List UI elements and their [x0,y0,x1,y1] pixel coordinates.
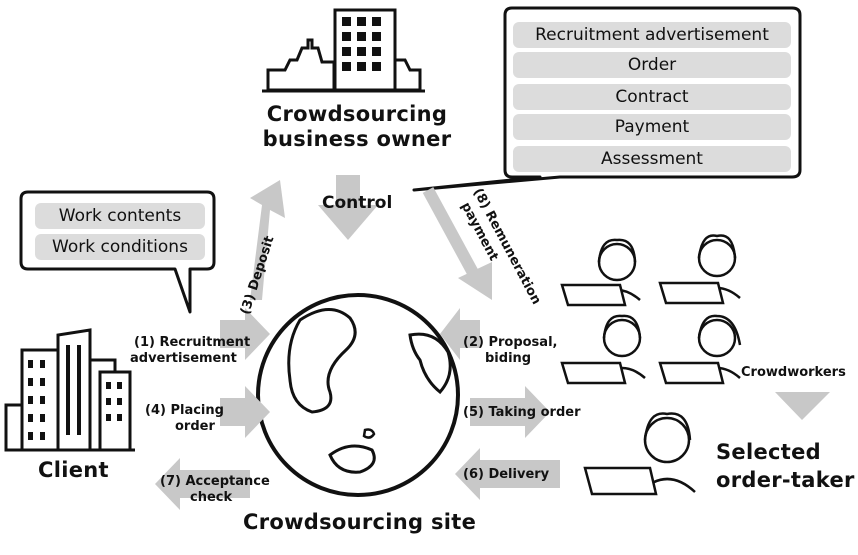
step6-label: (6) Delivery [463,467,550,482]
crowdworkers-label: Crowdworkers [741,365,846,380]
arrow-recruitment [220,308,270,360]
site-label: Crowdsourcing site [243,510,477,534]
step7-label-line1: (7) Acceptance [160,474,270,489]
owner-label-line2: business owner [262,127,452,151]
bubble-item-work-contents: Work contents [35,203,205,229]
step2-label-line1: (2) Proposal, [463,335,558,350]
arrow-control [318,175,378,240]
bubble-item-order: Order [513,52,791,78]
bubble-item-assessment: Assessment [513,146,791,172]
step4-label-line1: (4) Placing [145,403,224,418]
arrow-proposal [440,308,480,360]
arrow-deposit [238,180,285,300]
bubble-item-contract: Contract [513,84,791,110]
flow-arrows [155,175,830,510]
arrow-delivery [455,448,560,500]
arrow-acceptance [155,458,250,510]
step1-label-line2: advertisement [130,351,237,366]
step7-label-line2: check [190,490,233,505]
selected-label-line1: Selected [716,440,821,464]
selected-label-line2: order-taker [716,468,855,492]
bubble-item-recruitment: Recruitment advertisement [513,22,791,48]
step4-label-line2: order [175,419,215,434]
owner-label-line1: Crowdsourcing [266,102,448,126]
client-label: Client [38,458,109,482]
arrow-remuneration [422,187,484,285]
globe-icon [256,293,460,497]
crowdworkers-icon [560,234,742,496]
bubble-item-work-conditions: Work conditions [35,234,205,260]
step5-label: (5) Taking order [463,405,581,420]
client-buildings-icon [4,328,135,452]
owner-building-icon [262,8,425,93]
step2-label-line2: biding [485,351,532,366]
step1-label-line1: (1) Recruitment [134,335,251,350]
arrow-taking [470,386,550,438]
arrow-selection [775,392,830,420]
control-label: Control [322,193,393,213]
bubble-item-payment: Payment [513,114,791,140]
arrow-placing [220,386,270,438]
